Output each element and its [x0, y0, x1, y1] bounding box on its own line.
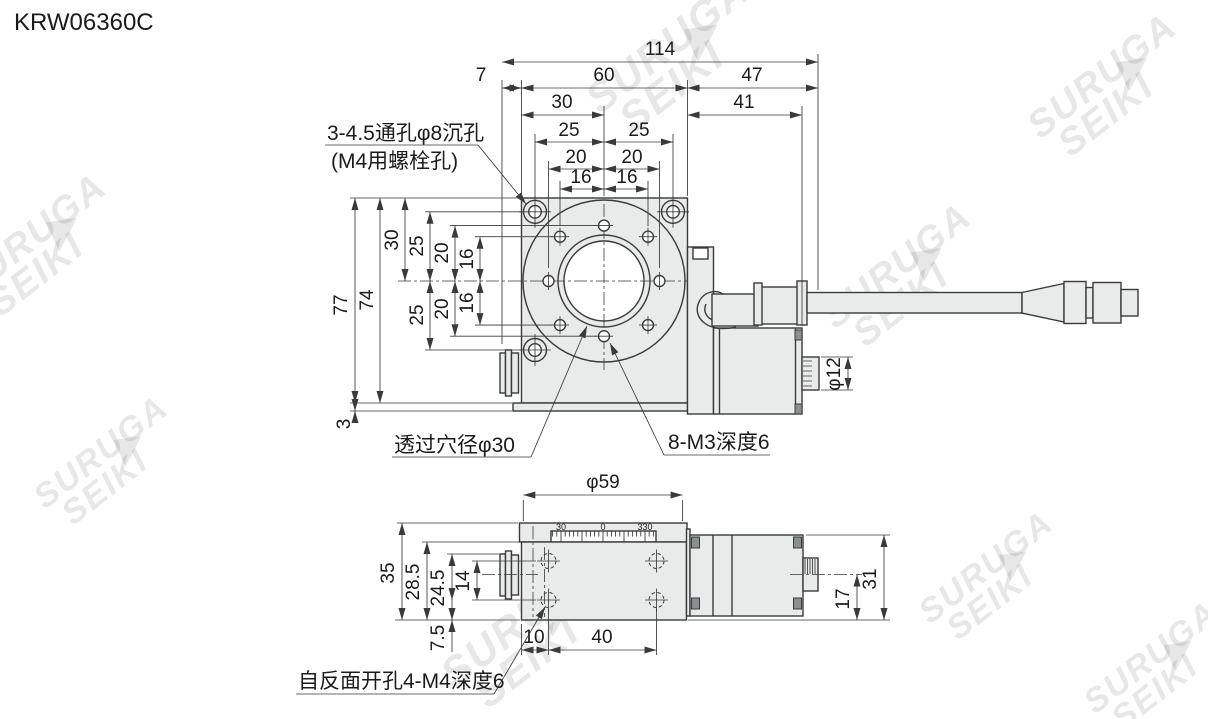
counterbore-hole: [657, 195, 689, 228]
dim-sv-hole-spacing-v: 14: [453, 570, 474, 592]
dial-ticks: [552, 531, 654, 542]
dim-m3diag-down: 16: [457, 292, 478, 313]
dim-m3diag-left: 16: [570, 167, 591, 188]
dim-center-from-left: 30: [551, 92, 572, 113]
side-view-dimensions: φ59 35 28.5 24.5 14 7.5 10 40 17 31 自反面开…: [296, 472, 890, 695]
dim-cbore-right: 25: [628, 120, 649, 141]
motor-bracket: [686, 246, 715, 415]
adjust-knob: [801, 356, 820, 391]
dim-m3diag-up: 16: [457, 248, 478, 269]
dim-sv-body-height: 28.5: [403, 564, 424, 601]
dim-sv-motor-height: 31: [860, 568, 881, 589]
dim-base-plate: 3: [334, 419, 355, 430]
label-m3-holes: 8-M3深度6: [668, 431, 770, 454]
dim-motor-width: 47: [741, 65, 762, 86]
dim-m3-left: 20: [565, 147, 586, 168]
dim-m3-right: 20: [621, 147, 642, 168]
dim-dial-diameter: φ59: [586, 472, 619, 493]
side-view-body: 30 0 330: [482, 522, 862, 621]
cable-connector-housing: [756, 286, 800, 325]
label-through-hole: 透过穴径φ30: [394, 434, 515, 457]
dial-tick-label: 30: [556, 522, 566, 532]
side-mount-hole: [537, 549, 668, 612]
dim-body-width: 60: [593, 65, 614, 86]
dim-sv-total-height: 35: [378, 562, 399, 583]
cable-loop: [696, 290, 737, 330]
top-view-leaders: 3-4.5通孔φ8沉孔 (M4用螺栓孔) 透过穴径φ30 8-M3深度6: [325, 122, 770, 458]
dim-cbore-left: 25: [558, 120, 579, 141]
dim-sv-motor-knob-center: 17: [833, 588, 854, 609]
counterbore-hole: [519, 334, 551, 366]
dim-body-height: 74: [357, 289, 378, 311]
dim-cbore-up: 25: [407, 235, 428, 256]
dial-tick-label: 330: [637, 522, 652, 532]
dim-motor-length: 41: [733, 92, 754, 113]
dim-sv-hole-spacing-h: 40: [591, 627, 612, 648]
top-view-motor: [686, 246, 1139, 415]
label-counterbore-line1: 3-4.5通孔φ8沉孔: [327, 122, 484, 145]
dial-tick-label: 0: [600, 522, 605, 532]
dim-knob-dia: φ12: [824, 357, 845, 390]
dial-scale: [550, 530, 657, 543]
motor-cable: [806, 291, 1023, 314]
cable-connector-housing: [711, 293, 759, 327]
counterbore-hole: [519, 195, 551, 228]
page-title: KRW06360C: [14, 9, 154, 36]
dim-m3-up: 20: [432, 242, 453, 263]
label-bottom-holes: 自反面开孔4-M4深度6: [298, 670, 505, 693]
dim-total-width: 114: [645, 39, 676, 60]
top-view-body: [398, 195, 692, 412]
dim-total-height: 77: [331, 294, 352, 315]
dim-cbore-down: 25: [407, 304, 428, 325]
dim-m3diag-right: 16: [616, 167, 637, 188]
dim-center-from-top: 30: [382, 229, 403, 250]
cable-plug: [1021, 282, 1065, 323]
dim-m3-down: 20: [432, 298, 453, 319]
motor-body: [712, 327, 803, 415]
label-counterbore-line2: (M4用螺栓孔): [331, 150, 458, 173]
dim-sv-hole-from-left: 10: [523, 627, 544, 648]
dim-sv-hole-from-bottom: 7.5: [428, 625, 449, 651]
dim-sv-knob-center: 24.5: [428, 570, 449, 607]
motor-side: [689, 534, 804, 617]
top-view-dimensions: 114 7 60 47 30 41 25 25 20 20 16 16 77 7…: [331, 39, 853, 429]
dim-left-offset: 7: [476, 65, 487, 86]
m3-hole-pattern: [542, 219, 666, 343]
